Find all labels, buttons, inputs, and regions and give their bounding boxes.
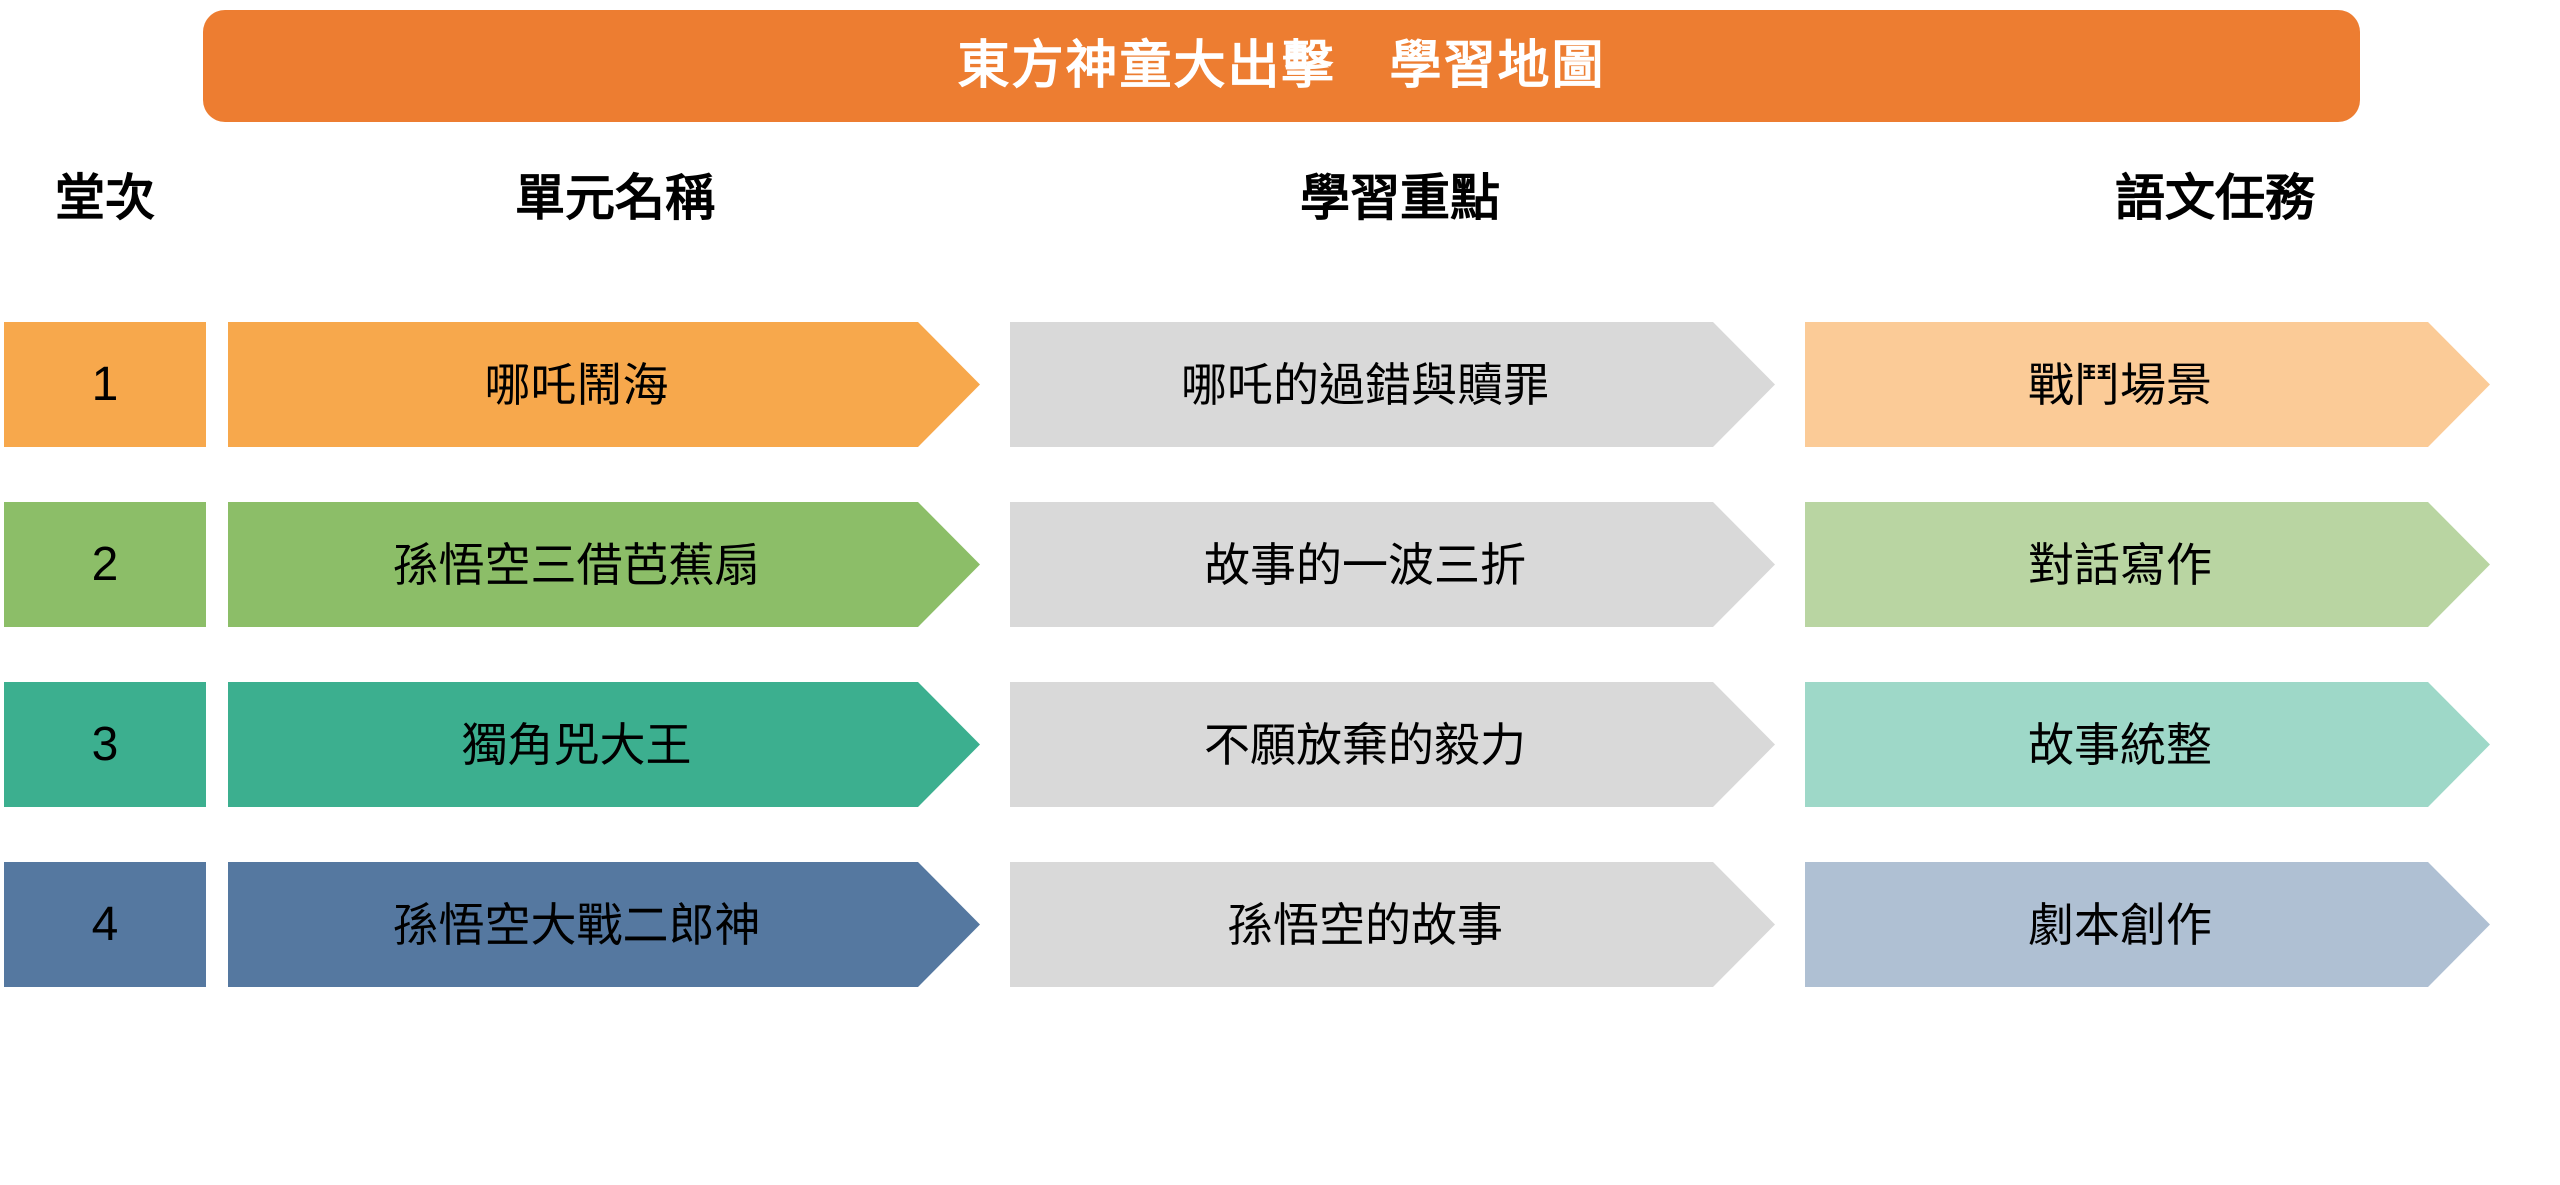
lesson-number-cell: 2 xyxy=(4,502,206,627)
learning-focus-text: 不願放棄的毅力 xyxy=(1204,718,1526,771)
learning-focus-chevron: 孫悟空的故事 xyxy=(1010,862,1775,987)
lesson-number-text: 3 xyxy=(91,717,119,771)
column-header-lesson: 堂次 xyxy=(55,170,155,226)
unit-name-chevron: 孫悟空三借芭蕉扇 xyxy=(228,502,980,627)
lesson-number-text: 1 xyxy=(91,357,119,411)
language-task-text: 劇本創作 xyxy=(2028,898,2212,951)
learning-focus-text: 孫悟空的故事 xyxy=(1227,898,1503,951)
column-header-task: 語文任務 xyxy=(2115,170,2315,226)
language-task-chevron: 戰鬥場景 xyxy=(1805,322,2490,447)
column-header-focus: 學習重點 xyxy=(1300,170,1500,226)
language-task-text: 對話寫作 xyxy=(2028,538,2212,591)
table-row: 2 孫悟空三借芭蕉扇 故事的一波三折 對話寫作 xyxy=(0,502,2560,627)
language-task-text: 故事統整 xyxy=(2028,718,2212,771)
learning-focus-text: 故事的一波三折 xyxy=(1204,538,1526,591)
unit-name-text: 孫悟空三借芭蕉扇 xyxy=(392,538,761,591)
learning-focus-chevron: 不願放棄的毅力 xyxy=(1010,682,1775,807)
table-row: 4 孫悟空大戰二郎神 孫悟空的故事 劇本創作 xyxy=(0,862,2560,987)
language-task-chevron: 對話寫作 xyxy=(1805,502,2490,627)
title-banner: 東方神童大出擊 學習地圖 xyxy=(203,10,2360,122)
lesson-number-text: 2 xyxy=(91,537,119,591)
table-row: 3 獨角兕大王 不願放棄的毅力 故事統整 xyxy=(0,682,2560,807)
unit-name-chevron: 孫悟空大戰二郎神 xyxy=(228,862,980,987)
language-task-text: 戰鬥場景 xyxy=(2028,358,2212,411)
lesson-number-text: 4 xyxy=(91,897,119,951)
lesson-number-cell: 1 xyxy=(4,322,206,447)
unit-name-text: 孫悟空大戰二郎神 xyxy=(392,898,761,951)
unit-name-chevron: 哪吒鬧海 xyxy=(228,322,980,447)
language-task-chevron: 故事統整 xyxy=(1805,682,2490,807)
unit-name-text: 獨角兕大王 xyxy=(461,718,692,771)
learning-focus-chevron: 故事的一波三折 xyxy=(1010,502,1775,627)
language-task-chevron: 劇本創作 xyxy=(1805,862,2490,987)
unit-name-text: 哪吒鬧海 xyxy=(484,358,669,411)
column-header-unit: 單元名稱 xyxy=(515,170,715,226)
lesson-number-cell: 4 xyxy=(4,862,206,987)
unit-name-chevron: 獨角兕大王 xyxy=(228,682,980,807)
lesson-number-cell: 3 xyxy=(4,682,206,807)
page-title: 東方神童大出擊 學習地圖 xyxy=(957,37,1606,95)
table-row: 1 哪吒鬧海 哪吒的過錯與贖罪 戰鬥場景 xyxy=(0,322,2560,447)
learning-focus-chevron: 哪吒的過錯與贖罪 xyxy=(1010,322,1775,447)
learning-focus-text: 哪吒的過錯與贖罪 xyxy=(1181,358,1549,411)
